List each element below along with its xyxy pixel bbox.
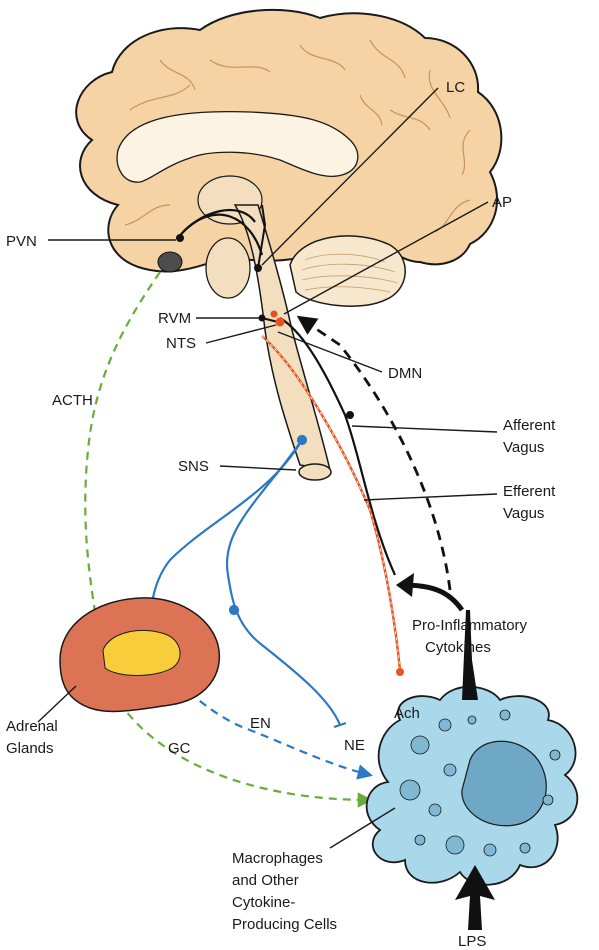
pons <box>205 237 251 299</box>
label-pro-inflammatory-2: Cytokines <box>425 639 491 656</box>
nts-node <box>275 317 285 327</box>
label-afferent-2: Vagus <box>503 439 544 456</box>
label-dmn: DMN <box>388 365 422 382</box>
label-adrenal-1: Adrenal <box>6 718 58 735</box>
pvn-arc-2 <box>182 213 264 256</box>
macrophage-nucleus <box>461 740 547 827</box>
sns-to-ne <box>225 439 342 726</box>
leader-lines <box>37 87 498 849</box>
label-sns: SNS <box>178 458 209 475</box>
afferent-leader <box>351 425 498 433</box>
nts-leader <box>205 324 277 344</box>
rvm-node <box>258 314 266 322</box>
macrophage <box>365 685 579 886</box>
macrophage-leader <box>329 807 396 849</box>
label-lps: LPS <box>458 933 486 950</box>
ach-terminal <box>396 668 404 676</box>
label-efferent-2: Vagus <box>503 505 544 522</box>
pvn-node <box>176 234 184 242</box>
cerebellum <box>289 235 406 307</box>
neural-pathways <box>176 204 465 676</box>
efferent-leader <box>363 493 498 501</box>
lc-pathway <box>257 204 267 269</box>
ap-node <box>270 310 278 318</box>
label-rvm: RVM <box>158 310 191 327</box>
sns-leader <box>219 465 297 471</box>
label-ap: AP <box>492 194 512 211</box>
label-lc: LC <box>446 79 465 96</box>
adrenal-medulla <box>102 630 181 676</box>
labels: LC AP PVN RVM NTS DMN ACTH Afferent Vagu… <box>6 79 556 950</box>
label-macrophages-4: Producing Cells <box>232 916 337 933</box>
acth-path <box>84 271 161 634</box>
adrenal-leader <box>37 685 77 723</box>
efferent-vagus-dashed <box>296 315 452 591</box>
label-macrophages-2: and Other <box>232 872 299 889</box>
cytokine-wedge-up <box>462 610 478 700</box>
gc-path <box>111 689 374 808</box>
label-nts: NTS <box>166 335 196 352</box>
spinal-cord-end <box>298 463 332 481</box>
label-efferent-1: Efferent <box>503 483 556 500</box>
label-afferent-1: Afferent <box>503 417 556 434</box>
label-en: EN <box>250 715 271 732</box>
lc-node <box>254 264 262 272</box>
label-adrenal-2: Glands <box>6 740 54 757</box>
label-acth: ACTH <box>52 392 93 409</box>
corpus-callosum <box>116 111 359 183</box>
pituitary <box>157 251 183 273</box>
label-ach: Ach <box>394 705 420 722</box>
label-macrophages-3: Cytokine- <box>232 894 295 911</box>
dmn-leader <box>277 331 383 373</box>
afferent-node <box>346 411 354 419</box>
brain <box>75 8 503 481</box>
label-macrophages-1: Macrophages <box>232 850 323 867</box>
afferent-vagus <box>279 317 397 576</box>
vesicles <box>399 709 561 857</box>
ap-leader <box>283 201 489 315</box>
label-pro-inflammatory-1: Pro-Inflammatory <box>412 617 528 634</box>
ne-terminal <box>333 721 347 729</box>
label-gc: GC <box>168 740 191 757</box>
lps-arrow <box>455 865 495 930</box>
label-ne: NE <box>344 737 365 754</box>
ganglion-node <box>228 604 240 616</box>
cytokine-arrowhead <box>396 573 414 597</box>
cholinergic-efferent-inner <box>261 335 401 671</box>
label-pvn: PVN <box>6 233 37 250</box>
adrenal-gland <box>59 597 221 713</box>
hpa-axis <box>84 271 374 808</box>
lc-leader <box>261 87 439 266</box>
